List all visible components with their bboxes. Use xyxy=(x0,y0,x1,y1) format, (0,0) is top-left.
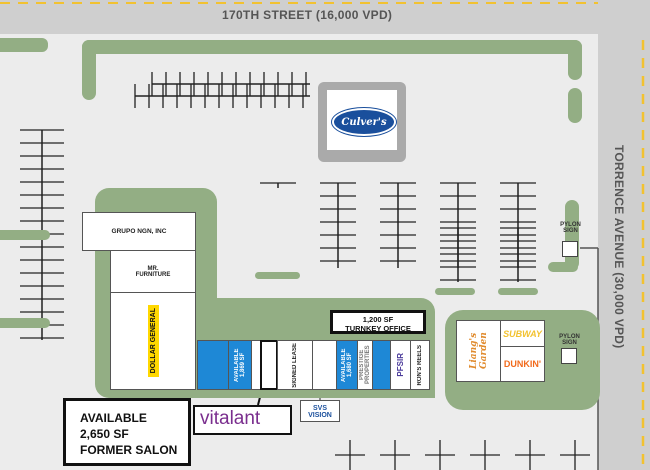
road-torrence-avenue xyxy=(598,0,650,470)
landscape-strip xyxy=(82,40,582,54)
svs-vision-logo: SVS VISION xyxy=(300,400,340,422)
unit-available-2650[interactable] xyxy=(197,340,229,390)
unit-signed-lease[interactable]: SIGNED LEASE xyxy=(277,340,313,390)
pylon-sign-2 xyxy=(561,348,577,364)
street-label-170th: 170TH STREET (16,000 VPD) xyxy=(222,8,393,22)
unit-turnkey-office[interactable] xyxy=(372,340,391,390)
dollar-general-logo: DOLLAR GENERAL xyxy=(147,305,159,377)
unit-svs-vision[interactable] xyxy=(312,340,337,390)
pylon-sign-label-2: PYLON SIGN xyxy=(559,334,580,346)
unit-grupo-ngn[interactable]: GRUPO NGN, INC xyxy=(82,212,196,251)
unit-available-1680[interactable]: AVAILABLE 1,680 SF xyxy=(336,340,358,390)
unit-vitalant[interactable] xyxy=(260,340,278,390)
street-label-torrence: TORRENCE AVENUE (30,000 VPD) xyxy=(612,145,626,349)
culvers-logo: Culver's xyxy=(332,108,396,136)
unit-pfsir[interactable]: PFSIR xyxy=(390,340,411,390)
unit-dunkin[interactable]: DUNKIN' xyxy=(500,346,545,382)
unit-dollar-general[interactable]: DOLLAR GENERAL xyxy=(110,292,196,390)
unit-prestige-properties[interactable]: PRESTIGE PROPERTIES xyxy=(357,340,373,390)
unit-mr-furniture[interactable]: MR. FURNITURE xyxy=(110,250,196,293)
unit-rons-reels[interactable]: RON'S REELS xyxy=(410,340,430,390)
pylon-sign-label-1: PYLON SIGN xyxy=(560,222,581,234)
road-170th-street xyxy=(0,0,650,34)
vitalant-logo: vitalant xyxy=(193,405,292,435)
unit-available-1869[interactable]: AVAILABLE 1,869 SF xyxy=(228,340,252,390)
pylon-sign-1 xyxy=(562,241,578,257)
unit-liangs-garden[interactable]: Liang's Garden xyxy=(456,320,501,382)
unit-subway[interactable]: SUBWAY xyxy=(500,320,545,347)
